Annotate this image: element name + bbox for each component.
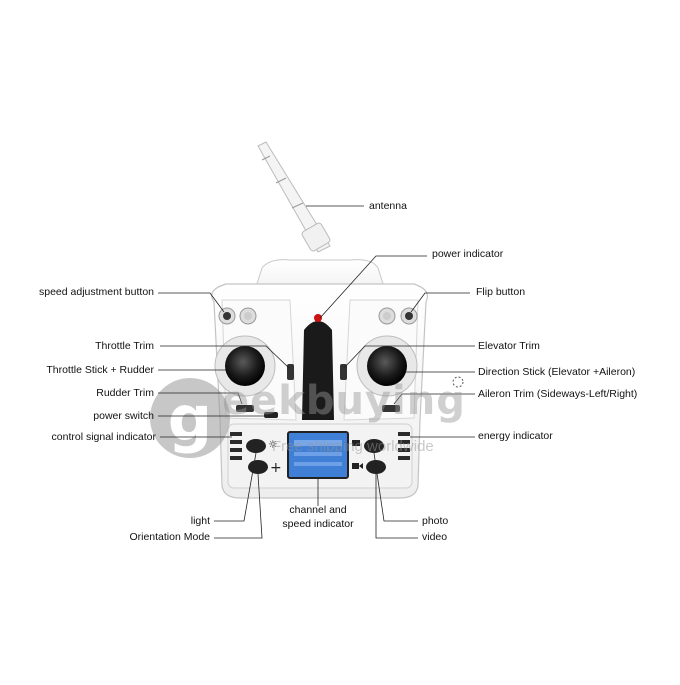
label-power-indicator: power indicator (432, 248, 504, 260)
power-indicator-light (314, 314, 322, 322)
label-direction-stick: Direction Stick (Elevator +Aileron) (478, 366, 636, 378)
label-antenna: antenna (369, 200, 407, 212)
label-throttle-trim: Throttle Trim (95, 340, 154, 352)
svg-text:☼: ☼ (268, 438, 278, 451)
watermark-letter: g (168, 382, 212, 455)
left-stick (214, 335, 276, 397)
watermark-tagline: Free shipping worldwide (272, 438, 434, 455)
label-channel-speed-1: channel and (289, 504, 347, 516)
signal-bars (230, 432, 242, 460)
label-orientation-mode: Orientation Mode (129, 531, 210, 543)
watermark-logo: g (150, 378, 230, 458)
label-aileron-trim: Aileron Trim (Sideways-Left/Right) (478, 388, 638, 400)
label-energy-indicator: energy indicator (478, 430, 553, 442)
label-light: light (190, 515, 210, 527)
label-channel-speed-2: speed indicator (282, 518, 354, 530)
watermark-word: eekbuying (222, 378, 466, 424)
label-throttle-stick: Throttle Stick + Rudder (46, 364, 154, 376)
label-elevator-trim: Elevator Trim (478, 340, 540, 352)
svg-text:+: + (270, 460, 282, 476)
leader-lines (158, 205, 475, 539)
label-video: video (422, 531, 448, 543)
label-control-signal-indicator: control signal indicator (51, 431, 156, 443)
antenna (257, 141, 331, 253)
label-photo: photo (422, 515, 449, 527)
label-rudder-trim: Rudder Trim (96, 387, 154, 399)
energy-bars (398, 432, 410, 460)
label-power-switch: power switch (93, 410, 154, 422)
label-flip-button: Flip button (476, 286, 526, 298)
center-spine (302, 321, 334, 420)
label-speed-adjustment-button: speed adjustment button (39, 286, 154, 298)
right-stick (356, 335, 418, 397)
